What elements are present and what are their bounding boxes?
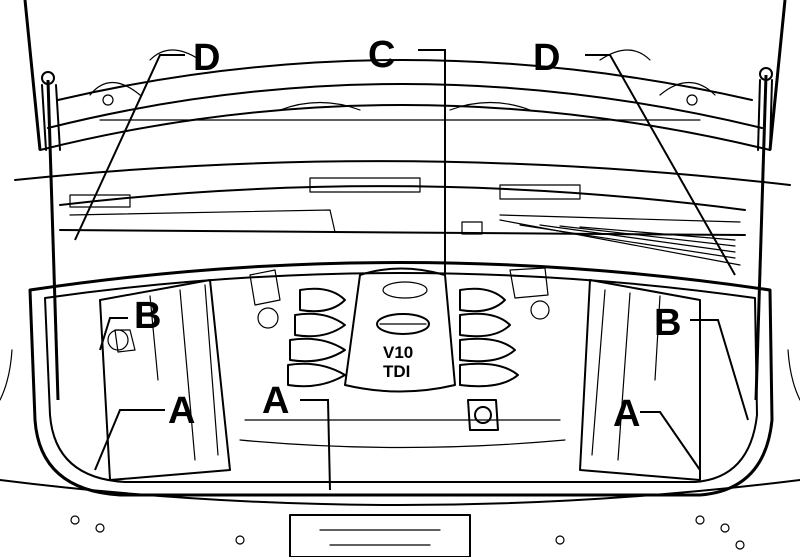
engine-cover: V10 TDI <box>344 267 456 393</box>
leader-c <box>418 49 446 275</box>
hood-strut-left <box>41 71 61 401</box>
scuttle-panel <box>14 160 791 266</box>
leader-a-center <box>300 399 331 491</box>
callout-d-right: D <box>533 37 560 79</box>
engine-hardware <box>239 267 566 449</box>
leader-lines <box>74 49 749 491</box>
leader-d-right <box>585 54 736 276</box>
callout-labels: D C D B B A A A <box>134 34 681 435</box>
intake-runners-right <box>459 287 519 388</box>
front-panel <box>0 349 800 557</box>
right-trim-panel <box>579 279 701 481</box>
leader-d-left <box>74 54 185 241</box>
engine-cover-line1: V10 <box>383 343 413 362</box>
intake-runners-left <box>287 287 346 388</box>
callout-a-center: A <box>262 380 289 422</box>
left-trim-panel <box>99 279 231 481</box>
callout-c: C <box>368 34 395 76</box>
leader-a-right <box>640 411 701 471</box>
callout-a-right: A <box>613 393 640 435</box>
engine-cover-line2: TDI <box>383 362 410 381</box>
engine-bay-seal <box>28 261 774 497</box>
callout-b-right: B <box>654 302 681 344</box>
open-bonnet <box>23 0 787 151</box>
callout-a-left: A <box>168 390 195 432</box>
callout-d-left: D <box>193 37 220 79</box>
leader-b-right <box>690 319 749 421</box>
hood-strut-right <box>754 67 773 401</box>
callout-b-left: B <box>134 295 161 337</box>
leader-a-left <box>94 409 165 471</box>
leader-b-left <box>99 317 128 351</box>
